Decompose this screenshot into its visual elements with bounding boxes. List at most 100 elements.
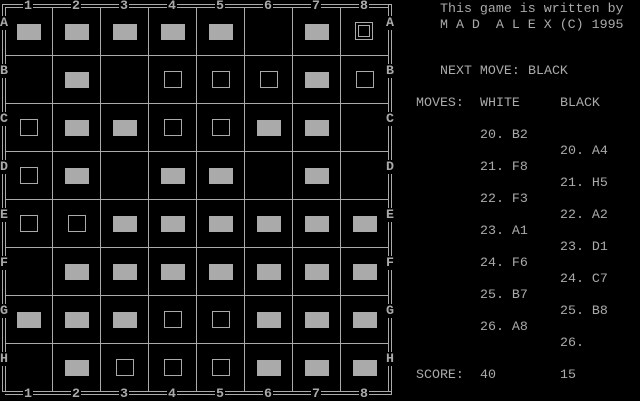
filled-piece-icon[interactable] [305,264,329,280]
board-cell-F6[interactable] [245,248,293,296]
hollow-piece-icon[interactable] [20,167,38,184]
board-cell-B6[interactable] [245,56,293,104]
board-cell-F2[interactable] [53,248,101,296]
filled-piece-icon[interactable] [305,120,329,136]
board-cell-C1[interactable] [5,104,53,152]
filled-piece-icon[interactable] [305,168,329,184]
hollow-piece-icon[interactable] [212,311,230,328]
hollow-piece-icon[interactable] [212,119,230,136]
board-cell-A4[interactable] [149,8,197,56]
board-cell-E4[interactable] [149,200,197,248]
board-cell-F8[interactable] [341,248,389,296]
filled-piece-icon[interactable] [161,264,185,280]
hollow-piece-icon[interactable] [20,119,38,136]
board-cell-C2[interactable] [53,104,101,152]
hollow-piece-icon[interactable] [20,215,38,232]
board-cell-A3[interactable] [101,8,149,56]
board-cell-H2[interactable] [53,344,101,392]
filled-piece-icon[interactable] [65,72,89,88]
hollow-piece-icon[interactable] [356,71,374,88]
board-cell-F7[interactable] [293,248,341,296]
filled-piece-icon[interactable] [65,168,89,184]
filled-piece-icon[interactable] [113,120,137,136]
filled-piece-icon[interactable] [113,216,137,232]
filled-piece-icon[interactable] [17,24,41,40]
filled-piece-icon[interactable] [65,24,89,40]
filled-piece-icon[interactable] [257,312,281,328]
board-cell-B4[interactable] [149,56,197,104]
board-cell-G4[interactable] [149,296,197,344]
filled-piece-icon[interactable] [161,216,185,232]
board-cell-D4[interactable] [149,152,197,200]
board-cell-C6[interactable] [245,104,293,152]
filled-piece-icon[interactable] [65,120,89,136]
filled-piece-icon[interactable] [353,264,377,280]
board-cell-E3[interactable] [101,200,149,248]
board-cell-A6[interactable] [245,8,293,56]
selected-piece-icon[interactable] [355,22,373,40]
filled-piece-icon[interactable] [305,360,329,376]
board-cell-C8[interactable] [341,104,389,152]
board-cell-F5[interactable] [197,248,245,296]
board-cell-B7[interactable] [293,56,341,104]
filled-piece-icon[interactable] [209,24,233,40]
hollow-piece-icon[interactable] [164,71,182,88]
board-cell-D7[interactable] [293,152,341,200]
filled-piece-icon[interactable] [257,216,281,232]
filled-piece-icon[interactable] [305,312,329,328]
filled-piece-icon[interactable] [305,24,329,40]
filled-piece-icon[interactable] [113,264,137,280]
board-cell-H7[interactable] [293,344,341,392]
filled-piece-icon[interactable] [305,216,329,232]
filled-piece-icon[interactable] [113,24,137,40]
board-cell-C3[interactable] [101,104,149,152]
board-cell-F3[interactable] [101,248,149,296]
hollow-piece-icon[interactable] [260,71,278,88]
hollow-piece-icon[interactable] [164,119,182,136]
board-cell-B2[interactable] [53,56,101,104]
filled-piece-icon[interactable] [65,264,89,280]
board-cell-A2[interactable] [53,8,101,56]
filled-piece-icon[interactable] [161,24,185,40]
board-cell-A7[interactable] [293,8,341,56]
board-cell-G8[interactable] [341,296,389,344]
hollow-piece-icon[interactable] [68,215,86,232]
hollow-piece-icon[interactable] [164,311,182,328]
filled-piece-icon[interactable] [113,312,137,328]
board-cell-H6[interactable] [245,344,293,392]
board-cell-G1[interactable] [5,296,53,344]
board-cell-C5[interactable] [197,104,245,152]
board-cell-D1[interactable] [5,152,53,200]
board-cell-G6[interactable] [245,296,293,344]
board-cell-H4[interactable] [149,344,197,392]
filled-piece-icon[interactable] [17,312,41,328]
board-cell-G3[interactable] [101,296,149,344]
board-cell-H8[interactable] [341,344,389,392]
hollow-piece-icon[interactable] [116,359,134,376]
board-cell-F1[interactable] [5,248,53,296]
board-cell-A1[interactable] [5,8,53,56]
board-cell-C4[interactable] [149,104,197,152]
filled-piece-icon[interactable] [257,264,281,280]
board-cell-H3[interactable] [101,344,149,392]
hollow-piece-icon[interactable] [212,71,230,88]
board-cell-E5[interactable] [197,200,245,248]
board-cell-B5[interactable] [197,56,245,104]
board-cell-C7[interactable] [293,104,341,152]
filled-piece-icon[interactable] [209,216,233,232]
board-cell-A8[interactable] [341,8,389,56]
board-cell-B1[interactable] [5,56,53,104]
board-cell-F4[interactable] [149,248,197,296]
filled-piece-icon[interactable] [353,216,377,232]
filled-piece-icon[interactable] [305,72,329,88]
filled-piece-icon[interactable] [65,360,89,376]
board-cell-E7[interactable] [293,200,341,248]
board-cell-D3[interactable] [101,152,149,200]
filled-piece-icon[interactable] [257,120,281,136]
hollow-piece-icon[interactable] [212,359,230,376]
board-cell-E2[interactable] [53,200,101,248]
board-cell-A5[interactable] [197,8,245,56]
filled-piece-icon[interactable] [161,168,185,184]
board-cell-H5[interactable] [197,344,245,392]
board-cell-B3[interactable] [101,56,149,104]
